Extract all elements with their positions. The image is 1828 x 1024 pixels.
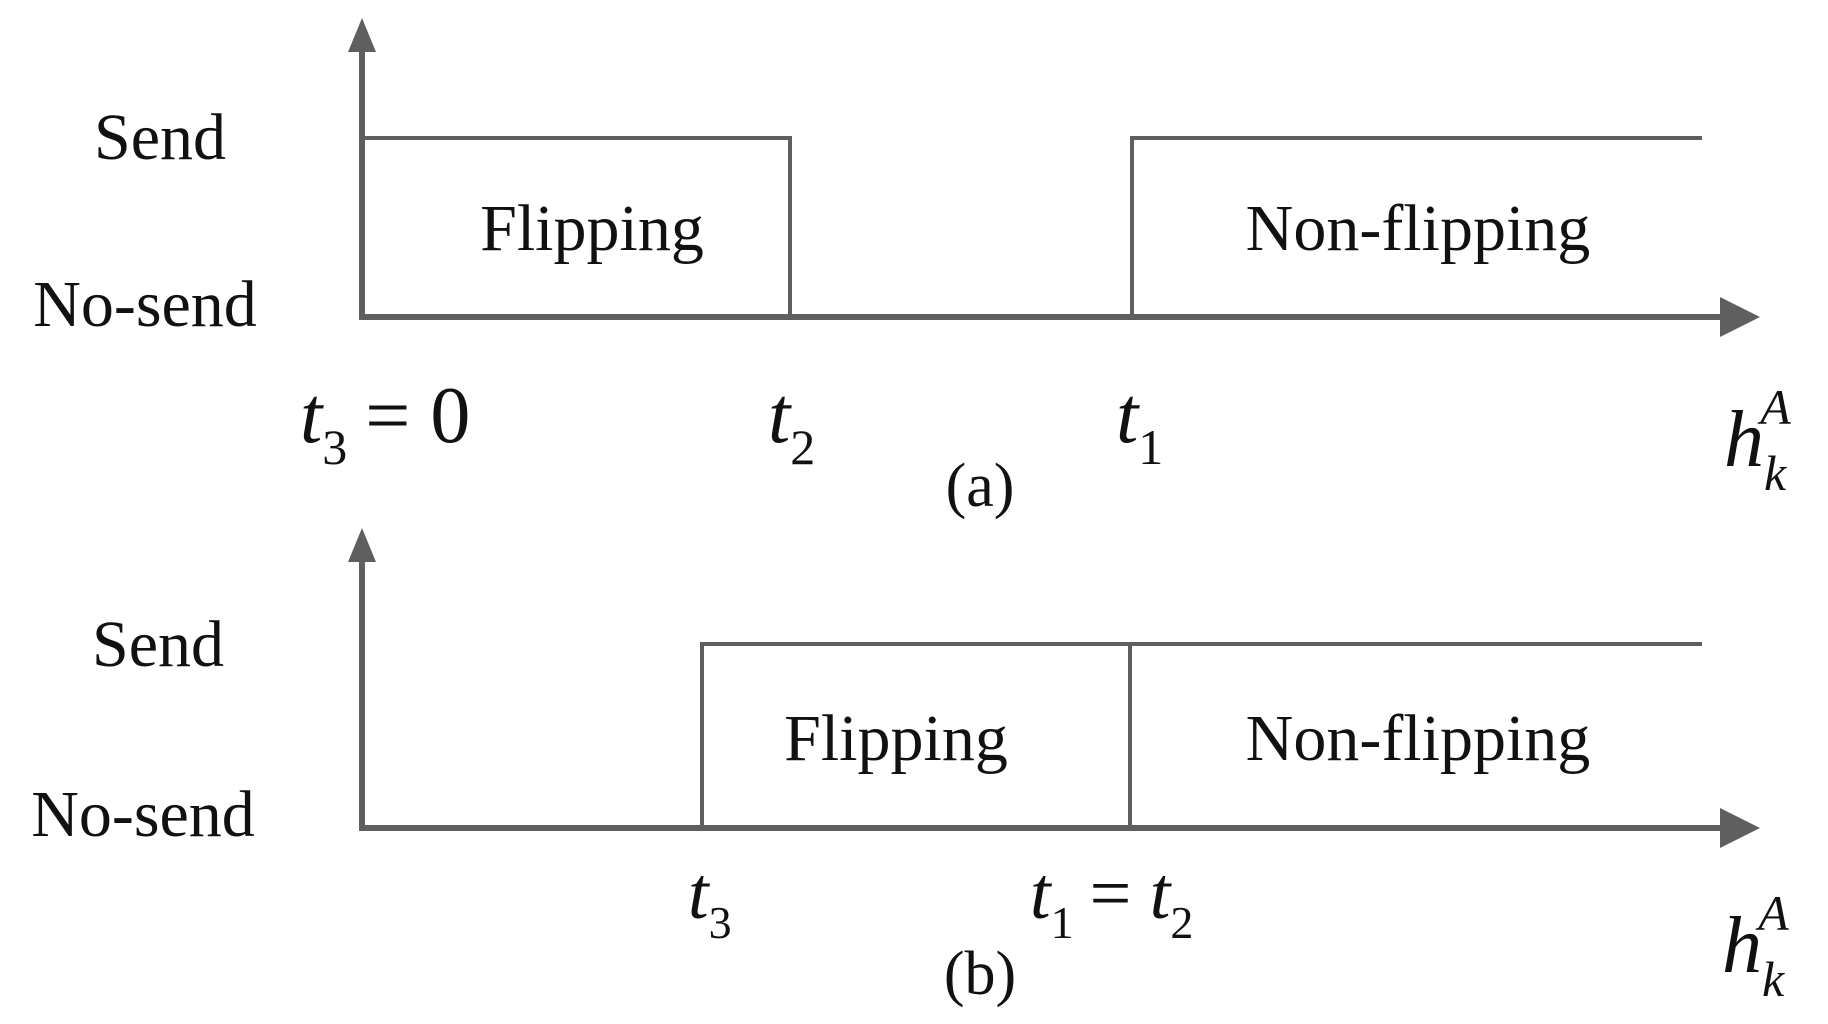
- panel-a: Send No-send Flipping Non-flipping t3= 0…: [33, 18, 1791, 520]
- non-flipping-label-a: Non-flipping: [1246, 192, 1591, 265]
- t1-eq-t2-label-b: t1= t2: [1030, 853, 1193, 948]
- send-signal-b: [700, 642, 1702, 828]
- y-axis-arrow-b: [348, 528, 376, 562]
- no-send-label-a: No-send: [33, 268, 257, 341]
- non-flipping-signal-a: [1130, 136, 1702, 317]
- caption-b: (b): [944, 940, 1016, 1008]
- no-send-label-b: No-send: [31, 778, 255, 851]
- caption-a: (a): [946, 452, 1015, 520]
- x-axis-var-b: hkA: [1722, 885, 1789, 1007]
- t3-label-b: t3: [688, 853, 732, 948]
- flipping-signal-a: [364, 136, 792, 317]
- y-axis-arrow-a: [348, 18, 376, 52]
- send-label-b: Send: [92, 608, 224, 681]
- t3-label-a: t3= 0: [300, 372, 470, 475]
- panel-b: Send No-send Flipping Non-flipping t3 t1…: [31, 528, 1789, 1008]
- flipping-label-a: Flipping: [480, 192, 704, 265]
- x-axis-arrow-a: [1720, 297, 1760, 337]
- x-axis-var-a: hkA: [1724, 379, 1791, 501]
- x-axis-arrow-b: [1720, 808, 1760, 848]
- non-flipping-label-b: Non-flipping: [1246, 702, 1591, 775]
- send-label-a: Send: [94, 101, 226, 174]
- flipping-label-b: Flipping: [784, 702, 1008, 775]
- t1-label-a: t1: [1116, 372, 1163, 475]
- t2-label-a: t2: [768, 372, 815, 475]
